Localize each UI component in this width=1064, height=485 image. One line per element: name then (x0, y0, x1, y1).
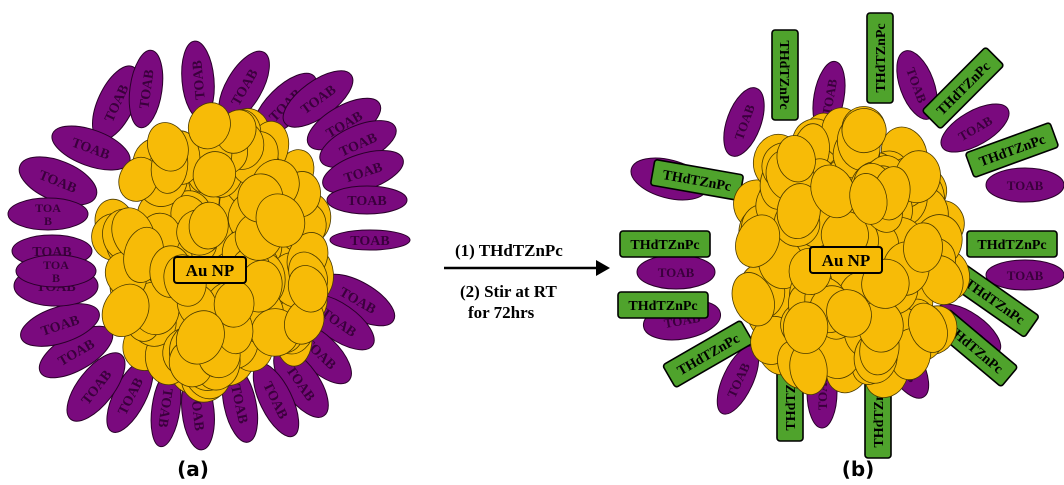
toab-ligand: TOAB (986, 260, 1064, 290)
caption-a: (a) (177, 457, 209, 481)
thdtznpc-label: THdTZnPc (874, 23, 889, 92)
thdtznpc-ligand: THdTZnPc (772, 30, 798, 120)
reaction-step-1: (1) THdTZnPc (455, 241, 563, 260)
toab-label-bottom: B (44, 214, 52, 228)
toab-label-top: TOA (43, 258, 69, 272)
thdtznpc-label: THdTZnPc (628, 299, 697, 314)
toab-label: TOAB (1007, 268, 1044, 283)
toab-label-bottom: B (52, 271, 60, 285)
thdtznpc-ligand: THdTZnPc (618, 292, 708, 318)
thdtznpc-label: THdTZnPc (630, 238, 699, 253)
toab-label-top: TOA (35, 201, 61, 215)
toab-ligand: TOAB (125, 48, 168, 130)
toab-ligand: TOAB (637, 255, 715, 289)
reaction-arrow-group: (1) THdTZnPc (2) Stir at RT for 72hrs (444, 241, 610, 322)
reaction-step-2-line-1: (2) Stir at RT (460, 282, 557, 301)
toab-label: TOAB (1007, 178, 1044, 193)
toab-ligand-split: TOAB (16, 255, 96, 287)
toab-label: TOAB (350, 234, 389, 249)
core-label-box: Au NP (174, 257, 246, 283)
reaction-step-2-line-2: for 72hrs (468, 303, 535, 322)
thdtznpc-ligand: THdTZnPc (867, 13, 893, 103)
toab-ligand: TOAB (986, 168, 1064, 202)
core-label: Au NP (822, 251, 871, 270)
au-nanoparticle-core (90, 96, 336, 411)
toab-label: TOAB (347, 194, 386, 209)
thdtznpc-ligand: THdTZnPc (620, 231, 710, 257)
thdtznpc-label: THdTZnPc (977, 238, 1046, 253)
toab-label: TOAB (658, 265, 695, 280)
toab-ligand: TOAB (330, 230, 410, 250)
core-label: Au NP (186, 261, 235, 280)
caption-b: (b) (842, 457, 875, 481)
toab-ligand-split: TOAB (8, 198, 88, 230)
core-label-box: Au NP (810, 247, 882, 273)
thdtznpc-ligand: THdTZnPc (967, 231, 1057, 257)
arrow-head (596, 260, 610, 276)
toab-ligand: TOAB (327, 186, 407, 214)
thdtznpc-label: THdTZnPc (776, 40, 791, 109)
